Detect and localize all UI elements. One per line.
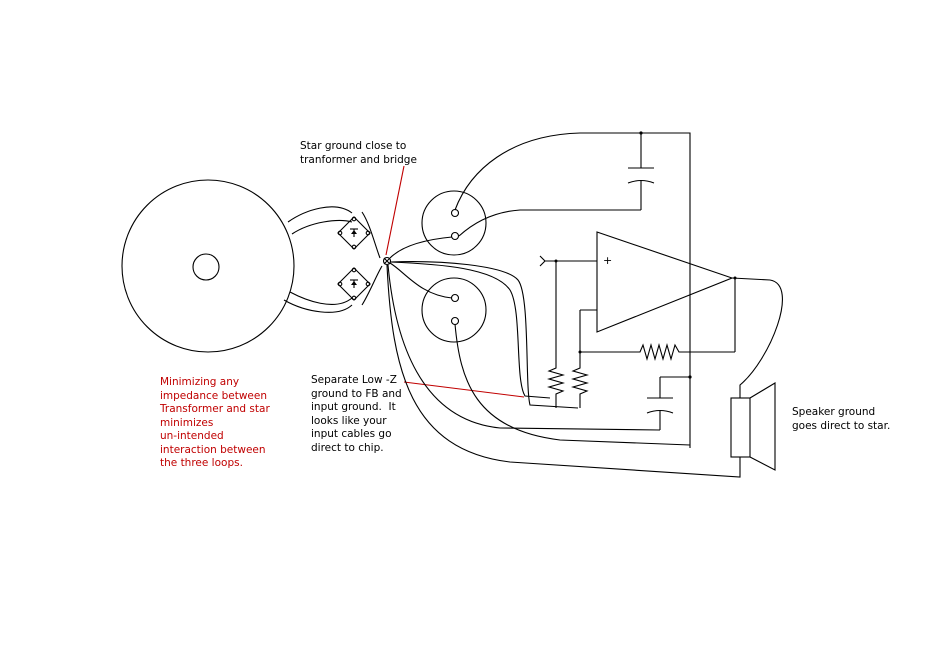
opamp-chip: + — [596, 231, 734, 333]
feedback-resistor — [636, 276, 737, 362]
star-ground-note: Star ground close to tranformer and brid… — [300, 140, 417, 166]
speaker-ground-note: Speaker ground goes direct to star. — [792, 406, 891, 432]
low-z-pointer — [403, 381, 525, 398]
low-z-note: Separate Low -Z ground to FB and input g… — [311, 374, 402, 454]
toroidal-transformer — [121, 179, 295, 353]
output-wiring — [731, 277, 783, 398]
bridge-rectifier-bottom — [337, 267, 371, 301]
star-ground-pointer — [385, 165, 405, 256]
speaker-icon — [730, 382, 776, 471]
transformer-leads — [283, 206, 383, 313]
feedback-ground-resistor — [570, 309, 636, 408]
star-ground-node — [382, 256, 392, 266]
opamp-plus-label: + — [603, 254, 612, 267]
impedance-note: Minimizing any impedance between Transfo… — [160, 376, 270, 469]
bridge-rectifier-top — [337, 216, 371, 250]
star-ground-radials — [386, 236, 741, 478]
input-resistor — [546, 364, 566, 408]
reservoir-capacitor-bottom — [421, 277, 487, 343]
input-signal-wiring — [539, 255, 597, 364]
reservoir-capacitor-top — [421, 190, 487, 256]
supply-wiring — [454, 131, 692, 448]
